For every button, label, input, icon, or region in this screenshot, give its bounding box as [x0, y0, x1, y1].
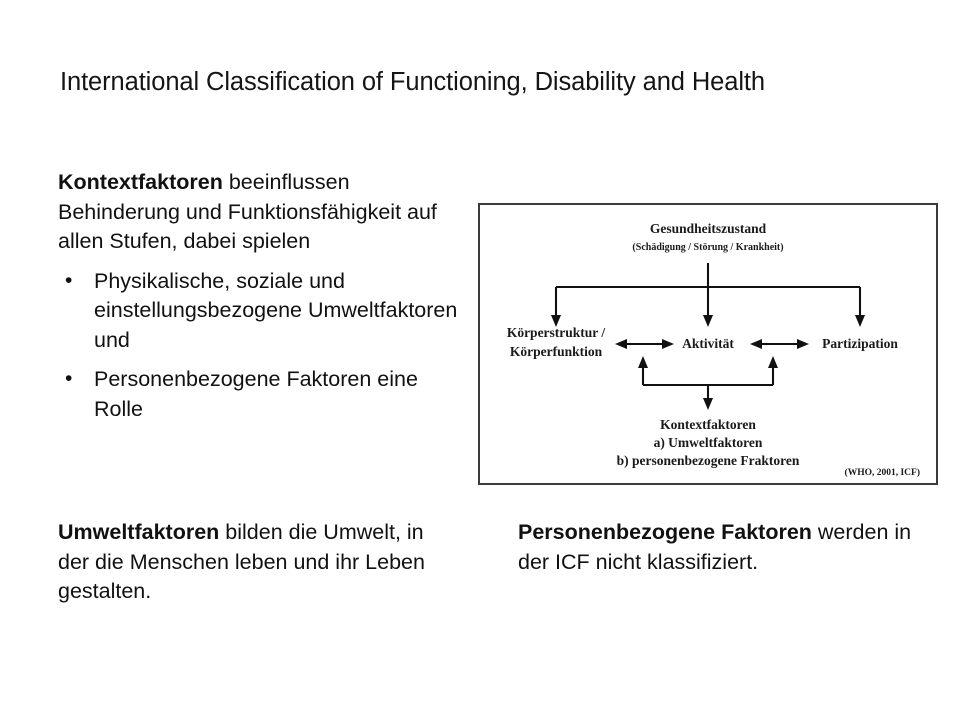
node-aktivitaet-label: Aktivität: [682, 336, 734, 351]
list-item: • Personenbezogene Faktoren eine Rolle: [58, 365, 458, 424]
arrowhead-down-bottom-icon: [703, 398, 713, 410]
umweltfaktoren-rest: bilden die Umwelt, in der die Menschen l…: [58, 520, 425, 603]
arrowhead-down-right-icon: [855, 315, 865, 327]
node-kontextfaktoren-line2: a) Umweltfaktoren: [654, 435, 763, 450]
arrowhead-up-right-icon: [768, 356, 778, 368]
umweltfaktoren-paragraph: Umweltfaktoren bilden die Umwelt, in der…: [58, 518, 458, 607]
personenbezogene-faktoren-lead: Personenbezogene Faktoren: [518, 520, 812, 544]
node-koerperstruktur-line1: Körperstruktur /: [507, 325, 606, 340]
node-kontextfaktoren-line3: b) personenbezogene Fraktoren: [617, 453, 800, 468]
list-item-label: Personenbezogene Faktoren eine Rolle: [94, 367, 418, 421]
arrowhead-down-center-icon: [703, 315, 713, 327]
bullet-dot-icon: •: [65, 367, 73, 390]
icf-diagram-svg: Gesundheitszustand (Schädigung / Störung…: [507, 221, 920, 478]
arrowhead-down-left-icon: [551, 315, 561, 327]
arrowhead-up-left-icon: [638, 356, 648, 368]
list-item-label: Physikalische, soziale und einstellungsb…: [94, 268, 458, 352]
personenbezogene-faktoren-paragraph: Personenbezogene Faktoren werden in der …: [518, 518, 928, 577]
page-title: International Classification of Function…: [60, 68, 765, 96]
context-factors-bullet-list: • Physikalische, soziale und einstellung…: [58, 267, 458, 425]
icf-model-diagram: Gesundheitszustand (Schädigung / Störung…: [478, 203, 938, 485]
arrowhead-left-icon: [615, 339, 627, 349]
bullet-dot-icon: •: [65, 268, 73, 292]
personenbezogene-faktoren-rest: werden in der ICF nicht klassifiziert.: [518, 520, 912, 574]
node-koerperstruktur-line2: Körperfunktion: [510, 344, 603, 359]
arrowhead-left-2-icon: [750, 339, 762, 349]
kontextfaktoren-paragraph: Kontextfaktoren beeinflussen Behinderung…: [58, 168, 458, 257]
node-gesundheitszustand-subtitle: (Schädigung / Störung / Krankheit): [632, 242, 783, 253]
umweltfaktoren-lead: Umweltfaktoren: [58, 520, 220, 544]
kontextfaktoren-lead: Kontextfaktoren: [58, 170, 223, 194]
node-gesundheitszustand-title: Gesundheitszustand: [650, 221, 767, 236]
left-text-column: Kontextfaktoren beeinflussen Behinderung…: [58, 168, 458, 424]
list-item: • Physikalische, soziale und einstellung…: [58, 267, 458, 356]
node-partizipation-label: Partizipation: [822, 336, 898, 351]
kontextfaktoren-rest: beeinflussen Behinderung und Funktionsfä…: [58, 170, 437, 253]
figure-citation: (WHO, 2001, ICF): [845, 467, 920, 478]
arrowhead-right-icon: [662, 339, 674, 349]
node-kontextfaktoren-line1: Kontextfaktoren: [660, 417, 756, 432]
arrowhead-right-2-icon: [797, 339, 809, 349]
